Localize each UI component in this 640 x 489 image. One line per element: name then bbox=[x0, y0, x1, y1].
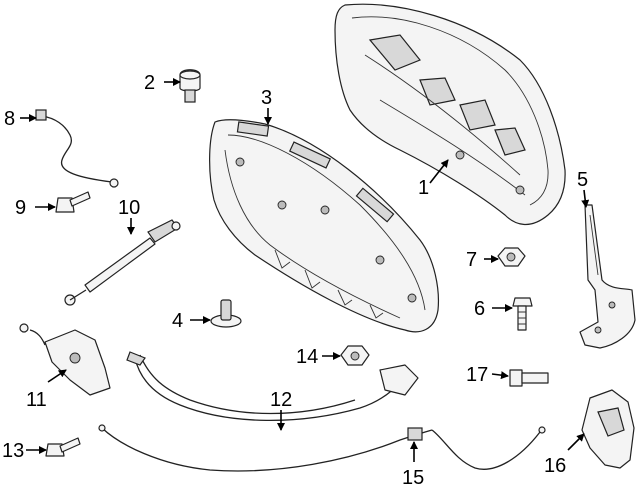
strap-bolt bbox=[55, 191, 91, 213]
cable-nut bbox=[340, 345, 370, 366]
secondary-cable bbox=[98, 424, 546, 472]
leader-11 bbox=[47, 369, 67, 383]
callout-3: 3 bbox=[261, 87, 272, 109]
leader-16 bbox=[567, 433, 585, 451]
callout-14: 14 bbox=[296, 346, 318, 368]
ground-cable bbox=[35, 109, 119, 188]
callout-5: 5 bbox=[577, 169, 588, 191]
hood-latch bbox=[19, 323, 111, 396]
callout-2: 2 bbox=[144, 72, 155, 94]
callout-6: 6 bbox=[474, 298, 485, 320]
callout-16: 16 bbox=[544, 455, 566, 477]
release-cable bbox=[126, 351, 419, 422]
callout-7: 7 bbox=[466, 249, 477, 271]
callout-8: 8 bbox=[4, 108, 15, 130]
leader-1 bbox=[429, 159, 449, 184]
leader-lines bbox=[20, 78, 590, 462]
hood-panel bbox=[334, 3, 566, 225]
callout-12: 12 bbox=[270, 389, 292, 411]
hinge-nut bbox=[497, 247, 526, 267]
leader-17 bbox=[491, 371, 509, 380]
hood-hinge bbox=[579, 204, 636, 349]
hood-insulator bbox=[209, 119, 440, 333]
leader-5 bbox=[581, 189, 590, 208]
hood-bumper bbox=[179, 69, 201, 103]
support-strut bbox=[64, 219, 181, 306]
release-handle bbox=[581, 389, 635, 469]
stud-bolt bbox=[509, 369, 549, 387]
callout-15: 15 bbox=[402, 467, 424, 489]
callout-9: 9 bbox=[15, 197, 26, 219]
callout-13: 13 bbox=[2, 440, 24, 462]
latch-bolt bbox=[45, 437, 81, 457]
callout-labels: 1 2 3 4 5 6 7 8 9 10 11 12 13 14 15 16 1… bbox=[2, 72, 588, 489]
callout-10: 10 bbox=[118, 197, 140, 219]
callout-11: 11 bbox=[26, 389, 47, 411]
push-clip bbox=[210, 299, 242, 328]
callout-4: 4 bbox=[172, 310, 183, 332]
callout-1: 1 bbox=[418, 177, 429, 199]
callout-17: 17 bbox=[466, 364, 488, 386]
hinge-bolt bbox=[512, 297, 533, 331]
